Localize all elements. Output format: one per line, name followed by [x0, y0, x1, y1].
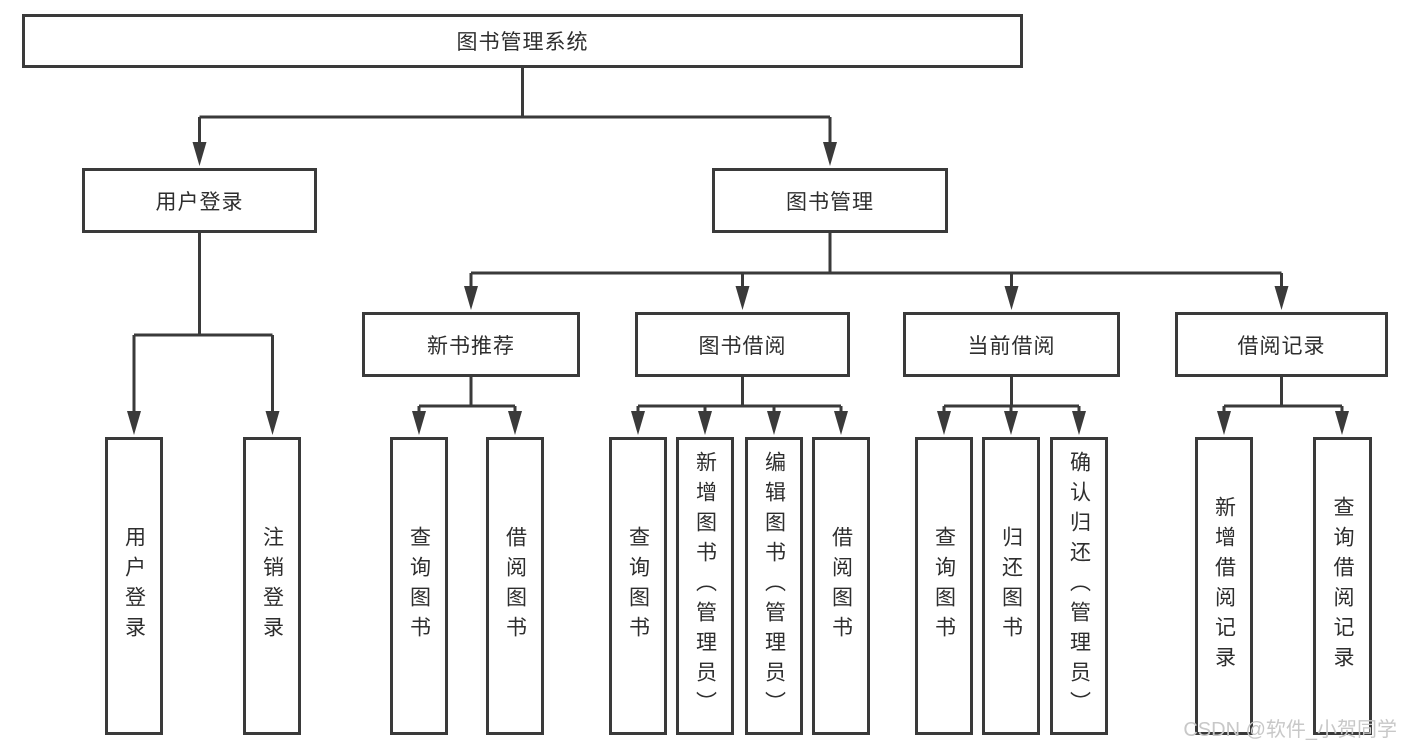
node-user-login-branch: 用户登录 [82, 168, 317, 233]
leaf-return-books: 归还图书 [982, 437, 1040, 735]
watermark: CSDN @软件_小贺同学 [1183, 719, 1397, 741]
node-book-borrowing: 图书借阅 [635, 312, 850, 377]
leaf-borrow-books-borrow: 借阅图书 [812, 437, 870, 735]
leaf-query-borrow-record: 查询借阅记录 [1313, 437, 1372, 735]
leaf-query-books-current: 查询图书 [915, 437, 973, 735]
leaf-borrow-books-recommend: 借阅图书 [486, 437, 544, 735]
leaf-confirm-return-admin: 确认归还（管理员） [1050, 437, 1108, 735]
node-borrowing-records: 借阅记录 [1175, 312, 1388, 377]
leaf-query-books-recommend: 查询图书 [390, 437, 448, 735]
leaf-add-books-admin: 新增图书（管理员） [676, 437, 734, 735]
leaf-edit-books-admin: 编辑图书（管理员） [745, 437, 803, 735]
node-current-borrowing: 当前借阅 [903, 312, 1120, 377]
leaf-add-borrow-record: 新增借阅记录 [1195, 437, 1253, 735]
leaf-user-login: 用户登录 [105, 437, 163, 735]
leaf-logout: 注销登录 [243, 437, 301, 735]
node-book-management-branch: 图书管理 [712, 168, 948, 233]
node-book-management-system: 图书管理系统 [22, 14, 1023, 68]
leaf-query-books-borrow: 查询图书 [609, 437, 667, 735]
node-new-book-recommendation: 新书推荐 [362, 312, 580, 377]
